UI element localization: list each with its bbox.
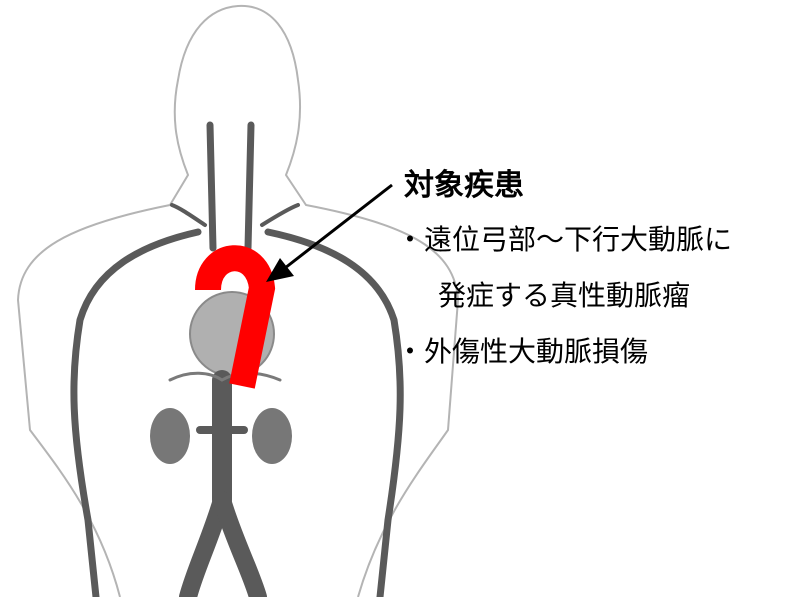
list-item: ・遠位弓部～下行大動脈に xyxy=(396,212,732,268)
list-item: ・外傷性大動脈損傷 xyxy=(396,324,732,380)
kidney-icon xyxy=(252,408,292,464)
disease-list: ・遠位弓部～下行大動脈に 発症する真性動脈瘤 ・外傷性大動脈損傷 xyxy=(396,212,732,380)
list-item: 発症する真性動脈瘤 xyxy=(396,268,732,324)
neck-vessels xyxy=(210,125,251,248)
aorta-descending xyxy=(170,373,280,597)
kidney-icon xyxy=(150,408,190,464)
heading: 対象疾患 xyxy=(404,160,524,204)
